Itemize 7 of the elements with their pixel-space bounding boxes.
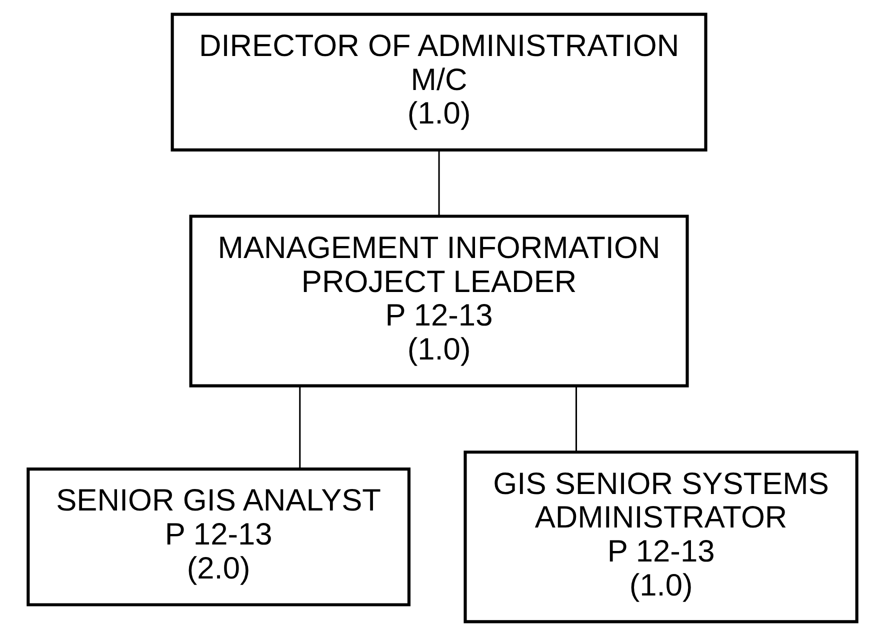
node-box: GIS SENIOR SYSTEMS ADMINISTRATOR P 12-13 (1.0) [463,450,858,624]
node-box: MANAGEMENT INFORMATION PROJECT LEADER P 12-13 (1.0) [188,214,688,388]
node-box: SENIOR GIS ANALYST P 12-13 (2.0) [26,468,410,606]
connector [298,386,300,469]
connector [574,386,577,452]
connector [438,150,440,216]
node-box: DIRECTOR OF ADMINISTRATION M/C (1.0) [170,12,707,152]
